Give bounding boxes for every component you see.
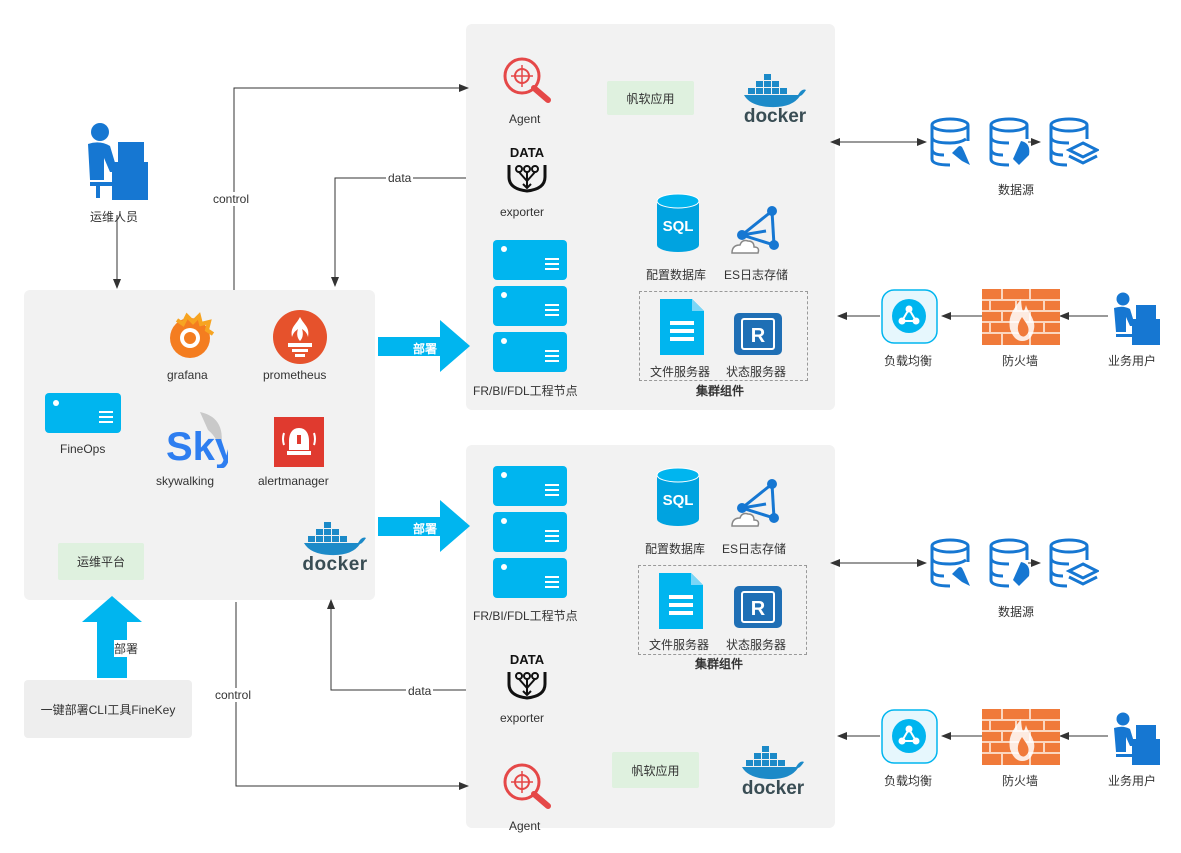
svg-text:SQL: SQL <box>663 492 694 509</box>
bottom-node-server-1 <box>493 466 567 506</box>
platform-docker-logo: docker <box>302 520 368 576</box>
bottom-es-icon <box>731 479 779 527</box>
bottom-config-db-label: 配置数据库 <box>645 542 706 556</box>
top-business-user-label: 业务用户 <box>1108 354 1157 368</box>
skywalking-icon: Sky <box>166 412 228 468</box>
top-agent-icon <box>503 57 551 103</box>
platform-docker-text: docker <box>302 554 368 575</box>
top-app-tag: 帆软应用 <box>607 81 694 115</box>
top-exporter-data-text: DATA <box>509 145 545 160</box>
top-node-server-1 <box>493 240 567 280</box>
deploy-label-up: 部署 <box>114 640 139 657</box>
ops-user-label: 运维人员 <box>90 210 139 224</box>
top-datasource-label: 数据源 <box>998 183 1035 197</box>
top-exporter-label: exporter <box>500 205 545 219</box>
top-es-icon <box>731 206 779 254</box>
top-exporter-icon: DATA <box>504 145 550 197</box>
bottom-state-server-label: 状态服务器 <box>726 638 787 652</box>
bottom-datasource-label: 数据源 <box>998 605 1035 619</box>
bottom-docker-text: docker <box>741 778 805 799</box>
top-state-server-label: 状态服务器 <box>726 365 787 379</box>
bottom-business-user-label: 业务用户 <box>1108 774 1157 788</box>
bottom-node-server-3 <box>493 558 567 598</box>
bottom-cluster-label: 集群组件 <box>695 657 744 671</box>
bottom-db-icon-2 <box>989 538 1030 588</box>
prometheus-icon <box>273 310 327 364</box>
bottom-nodes-label: FR/BI/FDL工程节点 <box>473 609 578 623</box>
prometheus-label: prometheus <box>263 368 327 382</box>
top-file-server-label: 文件服务器 <box>650 365 711 379</box>
bottom-load-balancer-label: 负载均衡 <box>884 774 933 788</box>
grafana-label: grafana <box>167 368 208 382</box>
top-db-icon-2 <box>989 117 1030 167</box>
bottom-firewall-icon <box>982 709 1060 765</box>
top-nodes-label: FR/BI/FDL工程节点 <box>473 384 578 398</box>
top-cluster-label: 集群组件 <box>696 384 745 398</box>
control-label-bottom: control <box>214 688 253 702</box>
top-config-db-label: 配置数据库 <box>646 268 707 282</box>
svg-text:R: R <box>751 598 766 620</box>
bottom-exporter-label: exporter <box>500 711 545 725</box>
top-node-server-3 <box>493 332 567 372</box>
ops-user-icon <box>88 123 148 200</box>
alertmanager-label: alertmanager <box>258 474 329 488</box>
bottom-state-server-icon: R <box>734 586 782 628</box>
control-label-top: control <box>212 192 251 206</box>
top-db-icon-3 <box>1049 117 1099 167</box>
alertmanager-icon <box>274 417 324 467</box>
ops-platform-tag: 运维平台 <box>58 543 144 580</box>
data-label-top: data <box>386 171 414 185</box>
deploy-arrow-up <box>82 596 142 678</box>
data-label-bottom: data <box>406 684 434 698</box>
bottom-exporter-icon: DATA <box>504 652 550 704</box>
bottom-db-icon-3 <box>1049 538 1099 588</box>
deploy-label-bottom: 部署 <box>413 522 438 536</box>
deploy-arrow-top <box>378 320 470 372</box>
skywalking-label: skywalking <box>156 474 215 488</box>
top-es-label: ES日志存储 <box>724 268 789 282</box>
bottom-db-icon-1 <box>930 538 970 588</box>
bottom-docker-logo: docker <box>740 744 806 800</box>
bottom-config-db-icon: SQL <box>656 467 700 526</box>
bottom-cluster-box <box>638 565 807 655</box>
top-db-icon-1 <box>930 117 970 167</box>
top-agent-label: Agent <box>509 112 541 126</box>
svg-text:Sky: Sky <box>166 425 228 468</box>
top-docker-logo: docker <box>742 72 808 128</box>
top-firewall-icon <box>982 289 1060 345</box>
bottom-agent-icon <box>503 763 551 809</box>
bottom-business-user-icon <box>1114 712 1160 765</box>
bottom-app-tag: 帆软应用 <box>612 752 699 788</box>
top-file-server-icon <box>660 299 704 355</box>
top-firewall-label: 防火墙 <box>1002 354 1039 368</box>
top-docker-text: docker <box>743 106 807 127</box>
deploy-label-top: 部署 <box>413 342 438 356</box>
bottom-agent-label: Agent <box>509 819 541 833</box>
top-load-balancer-icon <box>881 289 938 344</box>
bottom-node-server-2 <box>493 512 567 552</box>
top-cluster-box <box>639 291 808 381</box>
svg-text:SQL: SQL <box>663 218 694 235</box>
top-state-server-icon: R <box>734 313 782 355</box>
bottom-file-server-label: 文件服务器 <box>649 638 710 652</box>
bottom-load-balancer-icon <box>881 709 938 764</box>
top-node-server-2 <box>493 286 567 326</box>
bottom-exporter-data-text: DATA <box>509 652 545 667</box>
finekey-tool-box: 一键部署CLI工具FineKey <box>24 680 192 738</box>
fineops-server-icon <box>45 393 121 433</box>
bottom-es-label: ES日志存储 <box>722 542 787 556</box>
top-business-user-icon <box>1114 292 1160 345</box>
bottom-file-server-icon <box>659 573 703 629</box>
fineops-label: FineOps <box>60 442 106 456</box>
top-load-balancer-label: 负载均衡 <box>884 354 933 368</box>
svg-text:R: R <box>751 325 766 347</box>
deploy-arrow-bottom <box>378 500 470 552</box>
bottom-firewall-label: 防火墙 <box>1002 774 1039 788</box>
grafana-icon <box>170 312 215 358</box>
top-config-db-icon: SQL <box>656 193 700 252</box>
